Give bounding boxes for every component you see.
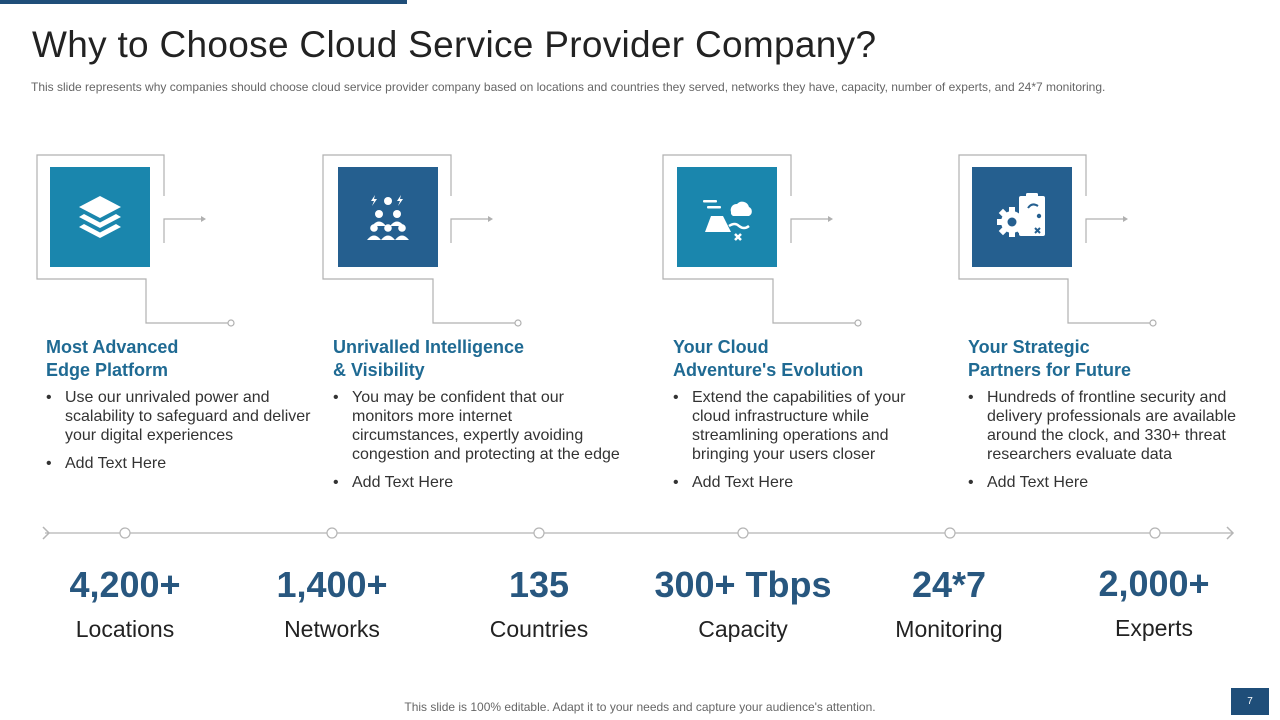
stat-label: Experts — [1115, 615, 1193, 641]
card-title-line: Partners for Future — [968, 360, 1132, 380]
top-accent-bar — [0, 0, 407, 4]
stat-value: 135 — [508, 564, 570, 605]
stat-locations: 4,200+ Locations — [5, 563, 245, 643]
card-bullet: Hundreds of frontline security and deliv… — [968, 388, 1248, 464]
page-title: Why to Choose Cloud Service Provider Com… — [32, 24, 877, 65]
stat-label: Capacity — [698, 616, 788, 642]
card-bullet: Add Text Here — [968, 473, 1248, 492]
team-ideas-icon — [367, 195, 409, 240]
card-bullet: Add Text Here — [333, 473, 623, 492]
strategy-gear-icon — [997, 193, 1045, 237]
timeline-node — [737, 527, 749, 539]
card-3-icon-box — [677, 167, 777, 267]
stat-label: Monitoring — [895, 616, 1003, 642]
card-4-icon-box — [972, 167, 1072, 267]
feature-card-3: Your Cloud Adventure's Evolution Extend … — [673, 336, 923, 492]
card-bullet: Add Text Here — [673, 473, 923, 492]
stat-monitoring: 24*7 Monitoring — [829, 563, 1069, 643]
card-connectors — [36, 154, 1157, 327]
feature-card-4: Your Strategic Partners for Future Hundr… — [968, 336, 1248, 492]
card-title-line: Most Advanced — [46, 337, 179, 357]
feature-card-1: Most Advanced Edge Platform Use our unri… — [46, 336, 336, 473]
stat-label: Networks — [284, 616, 380, 642]
page-number: 7 — [1231, 688, 1269, 715]
timeline-node — [944, 527, 956, 539]
stat-value: 1,400+ — [276, 564, 388, 605]
page-subtitle: This slide represents why companies shou… — [31, 80, 1106, 94]
card-title-line: Unrivalled Intelligence — [333, 337, 525, 357]
timeline-node — [1149, 527, 1161, 539]
stat-experts: 2,000+ Experts — [1034, 562, 1274, 642]
card-title-line: Your Strategic — [968, 337, 1090, 357]
card-bullet: Extend the capabilities of your cloud in… — [673, 388, 923, 464]
card-bullet: Add Text Here — [46, 454, 336, 473]
stat-value: 4,200+ — [69, 564, 181, 605]
stat-capacity: 300+ Tbps Capacity — [623, 563, 863, 643]
card-title-line: Edge Platform — [46, 360, 169, 380]
card-1-icon-box — [50, 167, 150, 267]
cloud-adventure-icon — [703, 200, 752, 241]
stat-label: Locations — [75, 616, 175, 642]
stat-value: 300+ Tbps — [654, 564, 832, 605]
card-title: Unrivalled Intelligence & Visibility — [333, 336, 623, 382]
stat-value: 24*7 — [911, 564, 987, 605]
stat-countries: 135 Countries — [419, 563, 659, 643]
card-title-line: Your Cloud — [673, 337, 769, 357]
card-title: Your Strategic Partners for Future — [968, 336, 1248, 382]
card-title-line: & Visibility — [333, 360, 425, 380]
stat-value: 2,000+ — [1098, 563, 1210, 604]
timeline-node — [119, 527, 131, 539]
card-bullet: You may be confident that our monitors m… — [333, 388, 623, 464]
stacked-layers-icon — [79, 196, 121, 238]
card-title: Most Advanced Edge Platform — [46, 336, 336, 382]
card-title-line: Adventure's Evolution — [673, 360, 864, 380]
card-bullet: Use our unrivaled power and scalability … — [46, 388, 336, 445]
timeline-node — [326, 527, 338, 539]
stat-label: Countries — [489, 616, 589, 642]
card-2-icon-box — [338, 167, 438, 267]
card-title: Your Cloud Adventure's Evolution — [673, 336, 923, 382]
footer-note: This slide is 100% editable. Adapt it to… — [404, 700, 876, 714]
timeline-node — [533, 527, 545, 539]
feature-card-2: Unrivalled Intelligence & Visibility You… — [333, 336, 623, 492]
stat-networks: 1,400+ Networks — [212, 563, 452, 643]
